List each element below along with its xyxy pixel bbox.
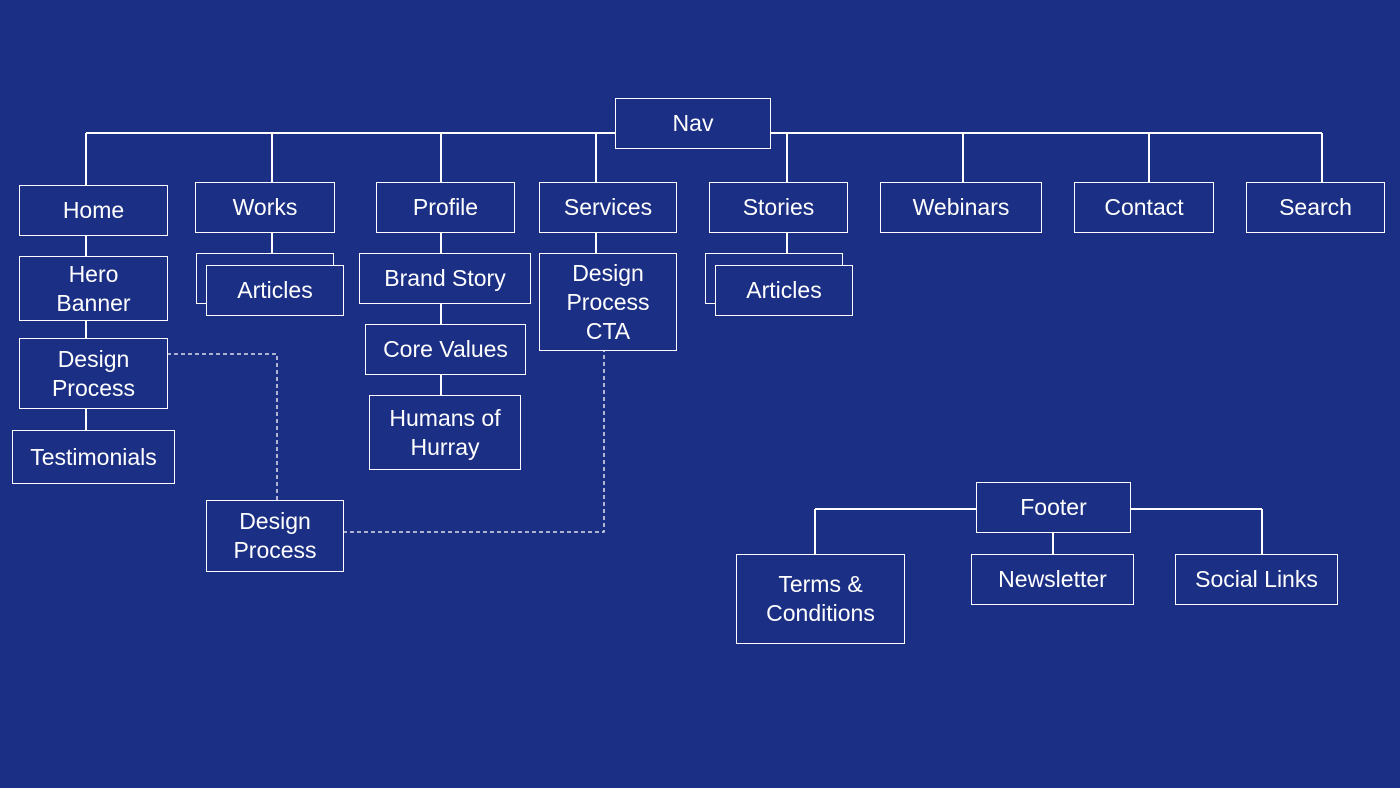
webinars-node: Webinars <box>880 182 1042 233</box>
design-process-cta-node: Design Process CTA <box>539 253 677 351</box>
dashed-link-design-process <box>167 353 278 501</box>
linked-design-process-node: Design Process <box>206 500 344 572</box>
home-node: Home <box>19 185 168 236</box>
humans-of-hurray-node: Humans of Hurray <box>369 395 521 470</box>
home-design-process-node: Design Process <box>19 338 168 409</box>
dashed-link-services-cta <box>343 350 605 533</box>
stories-node: Stories <box>709 182 848 233</box>
services-node: Services <box>539 182 677 233</box>
core-values-node: Core Values <box>365 324 526 375</box>
works-node: Works <box>195 182 335 233</box>
social-links-node: Social Links <box>1175 554 1338 605</box>
hero-banner-node: Hero Banner <box>19 256 168 321</box>
terms-conditions-node: Terms & Conditions <box>736 554 905 644</box>
stories-articles-node: Articles <box>715 265 853 316</box>
footer-node: Footer <box>976 482 1131 533</box>
profile-node: Profile <box>376 182 515 233</box>
brand-story-node: Brand Story <box>359 253 531 304</box>
newsletter-node: Newsletter <box>971 554 1134 605</box>
works-articles-node: Articles <box>206 265 344 316</box>
nav-node: Nav <box>615 98 771 149</box>
contact-node: Contact <box>1074 182 1214 233</box>
search-node: Search <box>1246 182 1385 233</box>
testimonials-node: Testimonials <box>12 430 175 484</box>
